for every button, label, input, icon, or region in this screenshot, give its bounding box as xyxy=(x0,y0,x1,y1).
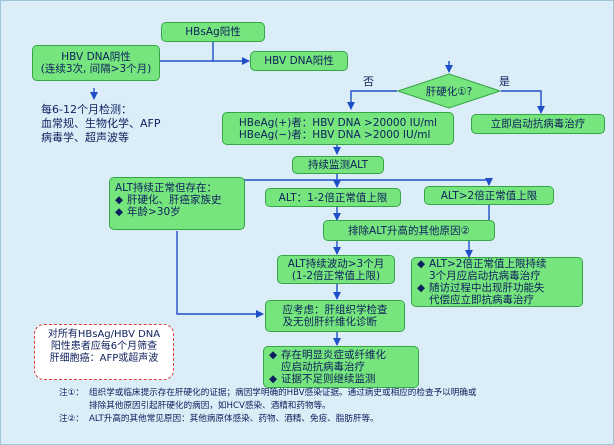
alt-1-2x-label: ALT：1-2倍正常值上限 xyxy=(278,191,388,204)
alt-normal-item-text: 肝硬化、肝癌家族史 xyxy=(127,194,222,206)
footnote-1-tag: 注①： xyxy=(59,388,84,398)
bullet-icon: ◆ xyxy=(417,258,426,270)
alt-normal-item: ◆肝硬化、肝癌家族史 xyxy=(115,194,222,206)
bullet-icon: ◆ xyxy=(269,373,278,385)
result-item-cont: 应启动抗病毒治疗 xyxy=(281,361,365,373)
hbeag-criteria-box: HBeAg(+)者：HBV DNA >20000 IU/ml HBeAg(−)者… xyxy=(222,112,454,145)
footnote-1-line: 组织学或临床提示存在肝硬化的证据；病因学明确的HBV感染证据。通过病史或相应的检… xyxy=(89,388,477,398)
right-item: ◆随访过程中出现肝功能失 xyxy=(417,282,546,294)
monitor-alt-label: 持续监测ALT xyxy=(307,159,368,171)
yes-label: 是 xyxy=(499,75,510,88)
hcc-screening-note: 对所有HBsAg/HBV DNA 阳性患者应每6个月筛查 肝细胞癌：AFP或超声… xyxy=(34,324,174,380)
footnote-2-tag: 注②： xyxy=(59,414,84,424)
no-label: 否 xyxy=(363,75,374,88)
alt-normal-title: ALT持续正常但存在： xyxy=(115,182,218,194)
right-item-text: ALT>2倍正常值上限持续 xyxy=(429,258,547,270)
result-item-text: 证据不足则继续监测 xyxy=(281,373,376,385)
result-item-text: 存在明显炎症或纤维化 xyxy=(281,349,386,361)
alt-normal-box: ALT持续正常但存在： ◆肝硬化、肝癌家族史 ◆年龄>30岁 xyxy=(109,177,245,230)
hcc-screening-line: 肝细胞癌：AFP或超声波 xyxy=(49,353,159,364)
alt-1-2x-box: ALT：1-2倍正常值上限 xyxy=(265,188,401,207)
result-item: ◆证据不足则继续监测 xyxy=(269,373,386,385)
footnote-2-line: ALT升高的其他常见原因：其他病原体感染、药物、酒精、免疫、脂肪肝等。 xyxy=(89,414,379,424)
consider-histology-label: 应考虑：肝组织学检查 xyxy=(282,304,388,316)
footnote-1-line: 排除其他原因引起肝硬化的病因，如HCV感染、酒精和药物等。 xyxy=(89,401,331,411)
right-item-text: 随访过程中出现肝功能失 xyxy=(429,282,545,294)
consider-noninvasive-label: 及无创肝纤维化诊断 xyxy=(282,316,378,328)
alt-fluctuation-box: ALT持续波动>3个月 (1-2倍正常值上限) xyxy=(277,255,395,284)
hbsag-positive-label: HBsAg阳性 xyxy=(185,26,241,38)
bullet-icon: ◆ xyxy=(269,349,278,361)
exclude-other-causes-label: 排除ALT升高的其他原因② xyxy=(348,224,470,237)
hbv-dna-negative-condition: (连续3次, 间隔>3个月) xyxy=(40,63,152,75)
right-item-cont: 3个月应启动抗病毒治疗 xyxy=(429,270,541,282)
cirrhosis-question-label: 肝硬化①? xyxy=(425,85,473,98)
treatment-decision-box: ◆存在明显炎症或纤维化 应启动抗病毒治疗 ◆证据不足则继续监测 xyxy=(263,346,419,388)
hbv-dna-negative-label: HBV DNA阴性 xyxy=(61,51,131,63)
hbeag-negative-criteria: HBeAg(−)者：HBV DNA >2000 IU/ml xyxy=(238,128,431,141)
footnote-1: 注①： 组织学或临床提示存在肝硬化的证据；病因学明确的HBV感染证据。通过病史或… xyxy=(59,387,599,413)
alt-normal-item: ◆年龄>30岁 xyxy=(115,206,222,218)
alt-normal-item-text: 年龄>30岁 xyxy=(127,206,181,218)
hbsag-positive-box: HBsAg阳性 xyxy=(161,22,265,42)
hbv-dna-negative-box: HBV DNA阴性 (连续3次, 间隔>3个月) xyxy=(32,45,160,81)
alt-gt-2x-label: ALT>2倍正常值上限 xyxy=(440,189,538,202)
bullet-icon: ◆ xyxy=(417,282,426,294)
alt-gt-2x-box: ALT>2倍正常值上限 xyxy=(424,186,554,205)
right-item-cont: 代偿应立即抗病毒治疗 xyxy=(429,294,534,306)
persistent-alt-box: ◆ALT>2倍正常值上限持续 3个月应启动抗病毒治疗 ◆随访过程中出现肝功能失 … xyxy=(411,257,583,307)
negative-monitoring-line: 每6-12个月检测： xyxy=(41,103,132,116)
hcc-screening-line: 对所有HBsAg/HBV DNA xyxy=(47,329,161,340)
hcc-screening-line: 阳性患者应每6个月筛查 xyxy=(50,341,158,352)
result-item: ◆存在明显炎症或纤维化 xyxy=(269,349,386,361)
exclude-other-causes-box: 排除ALT升高的其他原因② xyxy=(323,220,495,241)
hbeag-positive-criteria: HBeAg(+)者：HBV DNA >20000 IU/ml xyxy=(238,116,438,129)
negative-monitoring-line: 病毒学、超声波等 xyxy=(41,131,129,144)
bullet-icon: ◆ xyxy=(115,206,124,218)
cirrhosis-decision-diamond xyxy=(397,73,501,109)
bullet-icon: ◆ xyxy=(115,194,124,206)
consider-histology-box: 应考虑：肝组织学检查 及无创肝纤维化诊断 xyxy=(265,300,405,332)
negative-monitoring-text: 每6-12个月检测： 血常规、生物化学、AFP 病毒学、超声波等 xyxy=(41,103,161,145)
hbv-dna-positive-box: HBV DNA阳性 xyxy=(250,51,348,71)
start-antiviral-label: 立即启动抗病毒治疗 xyxy=(490,118,586,130)
footnote-2: 注②： ALT升高的其他常见原因：其他病原体感染、药物、酒精、免疫、脂肪肝等。 xyxy=(59,413,599,426)
alt-fluctuation-label: ALT持续波动>3个月 xyxy=(287,257,385,270)
alt-fluctuation-range: (1-2倍正常值上限) xyxy=(291,269,381,282)
hbv-dna-positive-label: HBV DNA阳性 xyxy=(264,55,334,67)
monitor-alt-box: 持续监测ALT xyxy=(292,156,384,174)
right-item: ◆ALT>2倍正常值上限持续 xyxy=(417,258,546,270)
footnotes: 注①： 组织学或临床提示存在肝硬化的证据；病因学明确的HBV感染证据。通过病史或… xyxy=(59,387,599,426)
start-antiviral-box: 立即启动抗病毒治疗 xyxy=(471,114,605,134)
negative-monitoring-line: 血常规、生物化学、AFP xyxy=(41,117,161,130)
